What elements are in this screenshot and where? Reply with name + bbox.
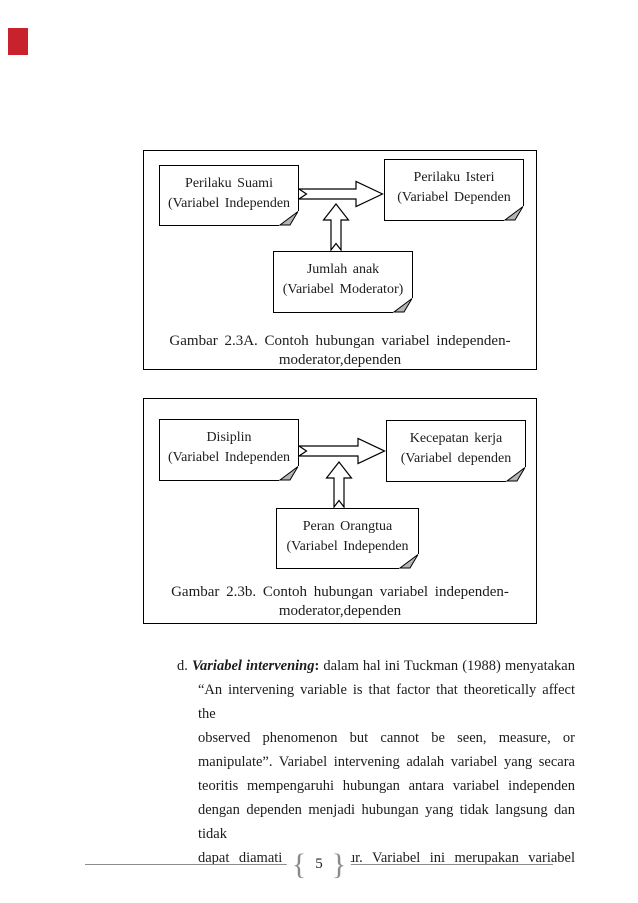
block-arrow-right-icon — [299, 437, 386, 465]
box-label: Peran Orangtua — [302, 519, 393, 534]
page-number-group: { 5 } — [286, 847, 352, 881]
box-label: (Variabel Dependen — [397, 190, 511, 205]
caption-line: moderator,dependen — [278, 352, 402, 368]
box-label: Perilaku Suami — [185, 176, 273, 191]
box-label: (Variabel dependen — [400, 451, 512, 466]
figure-b-frame: Disiplin (Variabel Independen Kecepatan … — [143, 398, 537, 624]
paragraph-text: dalam hal ini Tuckman (1988) menyatakan — [323, 658, 575, 674]
note-box-moderator-b: Peran Orangtua (Variabel Independen — [276, 508, 419, 569]
caption-line: Gambar 2.3b. Contoh hubungan variabel in… — [171, 584, 509, 600]
folded-corner-icon — [505, 467, 526, 482]
note-box-dependent-a: Perilaku Isteri (Variabel Dependen — [384, 159, 524, 221]
paragraph-term-colon: : — [314, 658, 320, 674]
note-box-independent-a: Perilaku Suami (Variabel Independen — [159, 165, 299, 226]
block-arrow-right-icon — [299, 180, 384, 208]
paragraph-line: observed phenomenon but cannot be seen, … — [198, 730, 575, 746]
folded-corner-icon — [278, 466, 299, 481]
block-arrow-up-icon — [325, 461, 353, 508]
paragraph-term: Variabel intervening — [191, 658, 315, 674]
page-number: 5 — [315, 856, 323, 872]
box-label: Kecepatan kerja — [409, 431, 503, 446]
page-number-brace-left: { — [291, 847, 307, 881]
paragraph-line: dapat diamati dan diukur. Variabel ini m… — [198, 850, 575, 866]
folded-corner-icon — [392, 298, 413, 313]
caption-line: moderator,dependen — [278, 603, 402, 619]
folded-corner-icon — [398, 554, 419, 569]
box-label: (Variabel Moderator) — [282, 282, 404, 297]
figure-b-caption: Gambar 2.3b. Contoh hubungan variabel in… — [144, 583, 536, 621]
page-number-brace-right: } — [331, 847, 347, 881]
box-label: Disiplin — [206, 430, 252, 445]
body-paragraph: d. Variabel intervening: dalam hal ini T… — [177, 654, 575, 870]
figure-a-frame: Perilaku Suami (Variabel Independen Peri… — [143, 150, 537, 370]
block-arrow-up-icon — [322, 203, 350, 251]
list-item-label: d. — [177, 658, 188, 674]
paragraph-line: d. Variabel intervening: dalam hal ini T… — [177, 654, 575, 678]
box-label: (Variabel Independen — [167, 196, 291, 211]
caption-line: Gambar 2.3A. Contoh hubungan variabel in… — [169, 333, 511, 349]
paragraph-line: dengan dependen menjadi hubungan yang ti… — [198, 802, 575, 842]
box-label: (Variabel Independen — [167, 450, 291, 465]
box-label: (Variabel Independen — [286, 539, 409, 554]
paragraph-line: “An intervening variable is that factor … — [198, 682, 575, 722]
box-label: Perilaku Isteri — [413, 170, 495, 185]
note-box-moderator-a: Jumlah anak (Variabel Moderator) — [273, 251, 413, 313]
folded-corner-icon — [278, 211, 299, 226]
note-box-independent-b: Disiplin (Variabel Independen — [159, 419, 299, 481]
note-box-dependent-b: Kecepatan kerja (Variabel dependen — [386, 420, 526, 482]
paragraph-line: teoritis mempengaruhi hubungan antara va… — [198, 778, 575, 794]
figure-a-caption: Gambar 2.3A. Contoh hubungan variabel in… — [144, 332, 536, 370]
box-label: Jumlah anak — [306, 262, 380, 277]
paragraph-line: manipulate”. Variabel intervening adalah… — [198, 754, 575, 770]
folded-corner-icon — [503, 206, 524, 221]
red-corner-marker — [8, 28, 28, 55]
